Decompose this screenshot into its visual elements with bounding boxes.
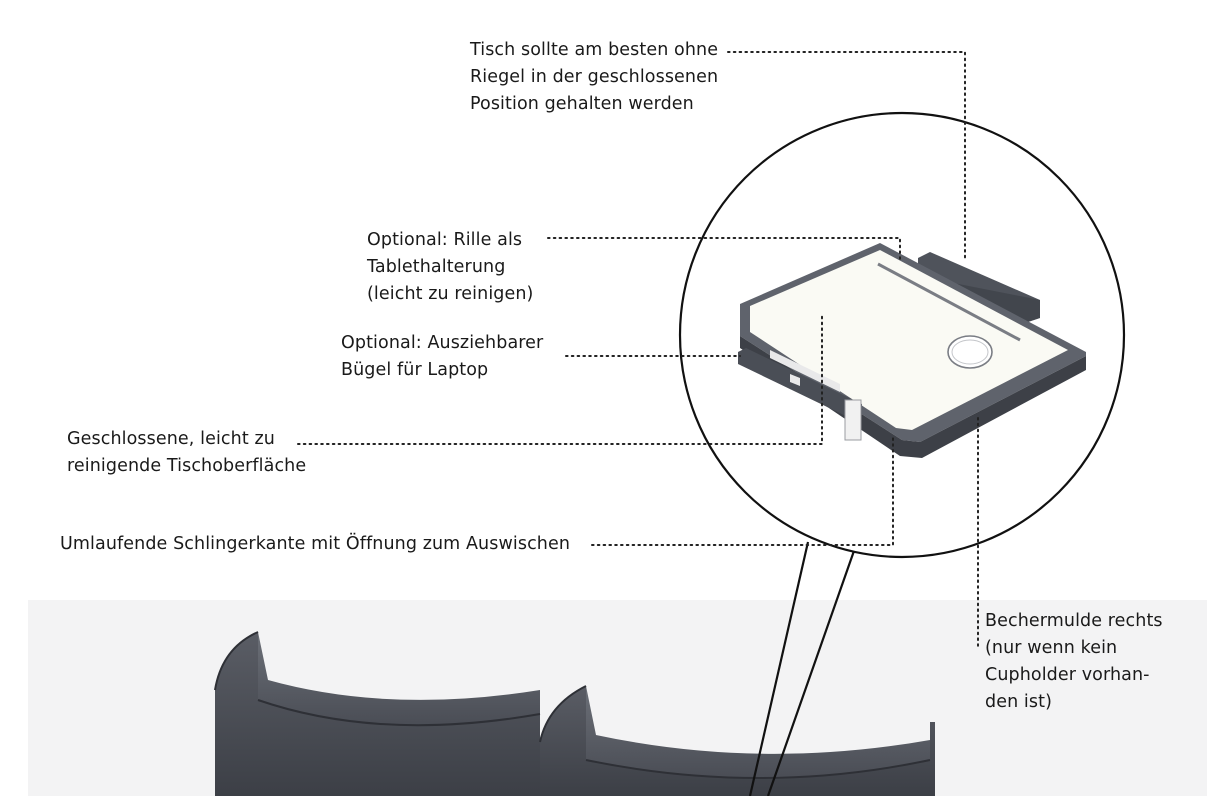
magnifier-pointer-left <box>748 541 810 796</box>
callout-rille: Optional: Rille als Tablethalterung (lei… <box>367 230 534 304</box>
tray-surface <box>750 250 1068 430</box>
magnifier-pointer-right <box>766 547 857 796</box>
callout-bechermulde: Bechermulde rechts (nur wenn kein Cuphol… <box>985 611 1163 712</box>
tray-table <box>738 243 1086 458</box>
seat-back-left <box>214 631 541 796</box>
callout-buegel: Optional: Ausziehbarer Bügel für Laptop <box>341 333 544 380</box>
callout-oberflaeche: Geschlossene, leicht zu reinigende Tisch… <box>67 429 307 476</box>
cup-holder <box>947 335 993 369</box>
tablet-groove <box>877 262 1021 342</box>
leader-oberflaeche <box>297 313 823 445</box>
seat-back-right <box>539 685 935 796</box>
leader-rille <box>547 237 901 263</box>
leader-riegel <box>727 51 966 259</box>
leader-schlingerkante <box>591 437 894 546</box>
callout-riegel: Tisch sollte am besten ohne Riegel in de… <box>470 40 719 114</box>
callout-schlingerkante: Umlaufende Schlingerkante mit Öffnung zu… <box>60 534 571 554</box>
